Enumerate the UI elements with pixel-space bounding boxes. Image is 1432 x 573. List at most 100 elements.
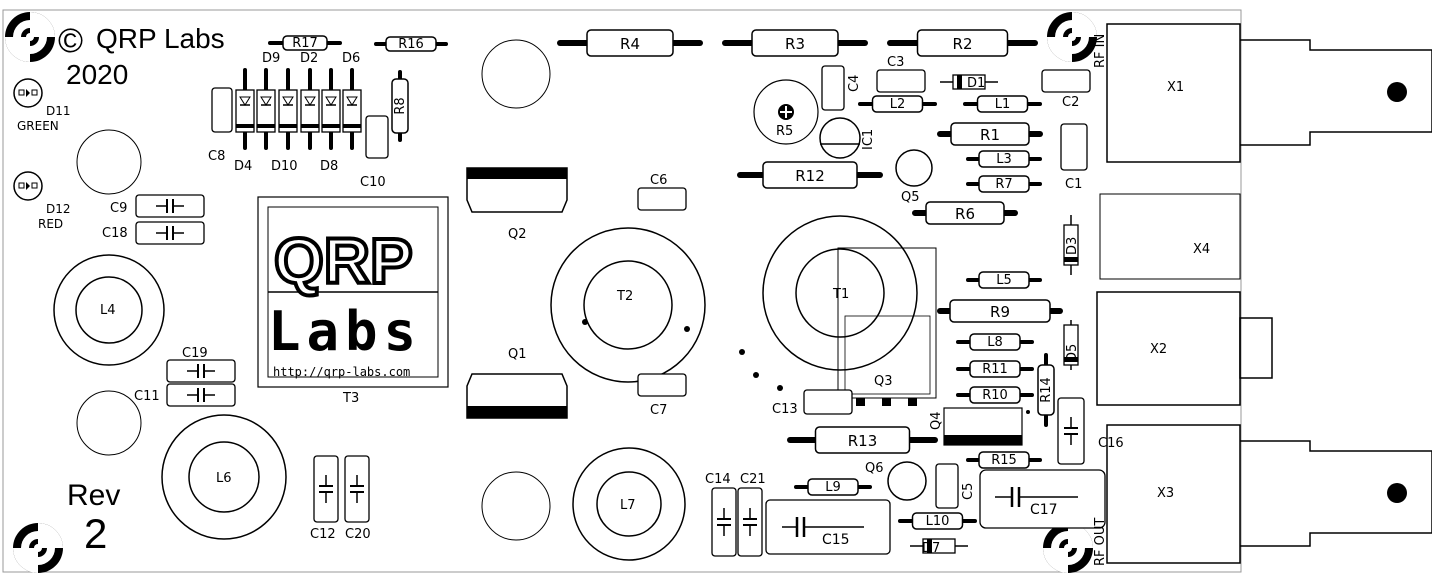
svg-text:L1: L1 bbox=[995, 97, 1011, 112]
svg-text:Q4: Q4 bbox=[929, 411, 944, 430]
svg-text:R8: R8 bbox=[393, 97, 408, 114]
ic1: IC1 bbox=[819, 117, 876, 159]
rf-in-label: RF IN bbox=[1093, 34, 1108, 68]
part-d3: D3 bbox=[1063, 215, 1080, 275]
part-c2: C2 bbox=[1041, 69, 1091, 110]
led-d12: D12 RED bbox=[13, 171, 71, 231]
connector-x3: X3 bbox=[1106, 424, 1432, 564]
part-l3: L3 bbox=[966, 150, 1042, 168]
svg-text:D9: D9 bbox=[262, 51, 280, 66]
svg-text:Q1: Q1 bbox=[508, 347, 527, 362]
part-c17: C17 bbox=[979, 469, 1106, 529]
svg-text:C8: C8 bbox=[208, 149, 225, 164]
part-r3: R3 bbox=[722, 29, 868, 57]
part-c8: C8 bbox=[208, 87, 233, 164]
toroid-t2: T2 bbox=[550, 227, 706, 383]
part-c10: C10 bbox=[360, 115, 389, 190]
hole bbox=[481, 39, 551, 109]
part-l5: L5 bbox=[966, 271, 1042, 289]
mount-hole-bottom-left bbox=[13, 523, 63, 573]
part-l2: L2 bbox=[858, 95, 937, 113]
svg-text:L2: L2 bbox=[890, 97, 906, 112]
svg-text:L8: L8 bbox=[987, 335, 1003, 350]
svg-text:L4: L4 bbox=[100, 303, 116, 318]
svg-text:X1: X1 bbox=[1167, 80, 1184, 95]
svg-text:D8: D8 bbox=[320, 159, 338, 174]
part-c3: C3 bbox=[876, 55, 926, 93]
part-d7: D7 bbox=[910, 538, 968, 556]
svg-text:X4: X4 bbox=[1193, 242, 1210, 257]
hole bbox=[76, 129, 142, 195]
part-c7: C7 bbox=[637, 373, 687, 418]
svg-text:C20: C20 bbox=[345, 527, 371, 542]
svg-text:D5: D5 bbox=[1065, 344, 1080, 362]
part-l8: L8 bbox=[956, 333, 1034, 351]
connector-x1: X1 bbox=[1106, 23, 1432, 163]
svg-text:L9: L9 bbox=[825, 480, 841, 495]
svg-text:C21: C21 bbox=[740, 472, 766, 487]
part-c12: C12 bbox=[310, 455, 339, 542]
logo-top: QRP bbox=[274, 225, 413, 297]
svg-text:C4: C4 bbox=[847, 75, 862, 92]
transistor-q3: Q3 bbox=[837, 247, 937, 406]
part-r13: R13 bbox=[787, 426, 938, 454]
part-r1: R1 bbox=[937, 122, 1043, 146]
svg-text:R7: R7 bbox=[995, 177, 1012, 192]
d11-label: D11 bbox=[46, 104, 71, 118]
svg-text:R6: R6 bbox=[955, 205, 975, 223]
svg-text:C14: C14 bbox=[705, 472, 731, 487]
toroid-l6: L6 bbox=[161, 414, 287, 540]
svg-text:X2: X2 bbox=[1150, 342, 1167, 357]
part-c19: C19 bbox=[166, 346, 236, 383]
transistor-q6: Q6 bbox=[865, 461, 927, 501]
transistor-q1: Q1 bbox=[466, 347, 568, 419]
svg-text:C7: C7 bbox=[650, 403, 667, 418]
part-r16: R16 bbox=[374, 36, 448, 52]
svg-text:C1: C1 bbox=[1065, 177, 1082, 192]
mount-hole-top-right bbox=[1047, 12, 1097, 62]
svg-text:C17: C17 bbox=[1030, 502, 1058, 518]
svg-text:Q5: Q5 bbox=[901, 190, 920, 205]
svg-text:R11: R11 bbox=[982, 362, 1008, 377]
svg-text:C3: C3 bbox=[887, 55, 904, 70]
part-r11: R11 bbox=[956, 360, 1034, 378]
trimmer-r5: R5 bbox=[753, 79, 819, 145]
part-d5: D5 bbox=[1063, 320, 1080, 370]
part-l1: L1 bbox=[963, 95, 1042, 113]
svg-text:C10: C10 bbox=[360, 175, 386, 190]
part-l9: L9 bbox=[794, 478, 872, 496]
led-d11: D11 GREEN bbox=[13, 78, 71, 133]
part-c16: C16 bbox=[1057, 397, 1124, 465]
svg-text:L10: L10 bbox=[926, 514, 950, 529]
part-c18: C18 bbox=[102, 221, 205, 245]
svg-text:R1: R1 bbox=[980, 126, 1000, 144]
svg-text:R15: R15 bbox=[991, 453, 1017, 468]
svg-text:R9: R9 bbox=[990, 303, 1010, 321]
part-c4: C4 bbox=[821, 65, 862, 111]
toroid-t1: T1 bbox=[739, 215, 918, 391]
part-r9: R9 bbox=[937, 299, 1063, 323]
part-l10: L10 bbox=[898, 512, 977, 530]
part-c5: C5 bbox=[935, 463, 976, 509]
svg-text:R16: R16 bbox=[398, 37, 424, 52]
svg-text:R3: R3 bbox=[785, 35, 805, 53]
part-r8: R8 bbox=[391, 70, 409, 142]
transistor-q5: Q5 bbox=[895, 149, 933, 205]
d11-color: GREEN bbox=[17, 119, 59, 133]
part-c14: C14 bbox=[705, 472, 737, 557]
svg-text:C5: C5 bbox=[961, 483, 976, 500]
svg-text:C18: C18 bbox=[102, 226, 128, 241]
svg-text:D6: D6 bbox=[342, 51, 360, 66]
rev-number: 2 bbox=[84, 510, 107, 557]
mount-hole-bottom-right bbox=[1043, 523, 1093, 573]
svg-text:T2: T2 bbox=[616, 289, 633, 304]
mount-hole-top-left bbox=[5, 12, 55, 62]
svg-text:D4: D4 bbox=[234, 159, 252, 174]
logo-url: http://qrp-labs.com bbox=[273, 365, 410, 379]
part-r15: R15 bbox=[966, 451, 1042, 469]
transistor-q2: Q2 bbox=[466, 167, 568, 242]
transistor-q4: Q4 bbox=[929, 407, 1030, 446]
